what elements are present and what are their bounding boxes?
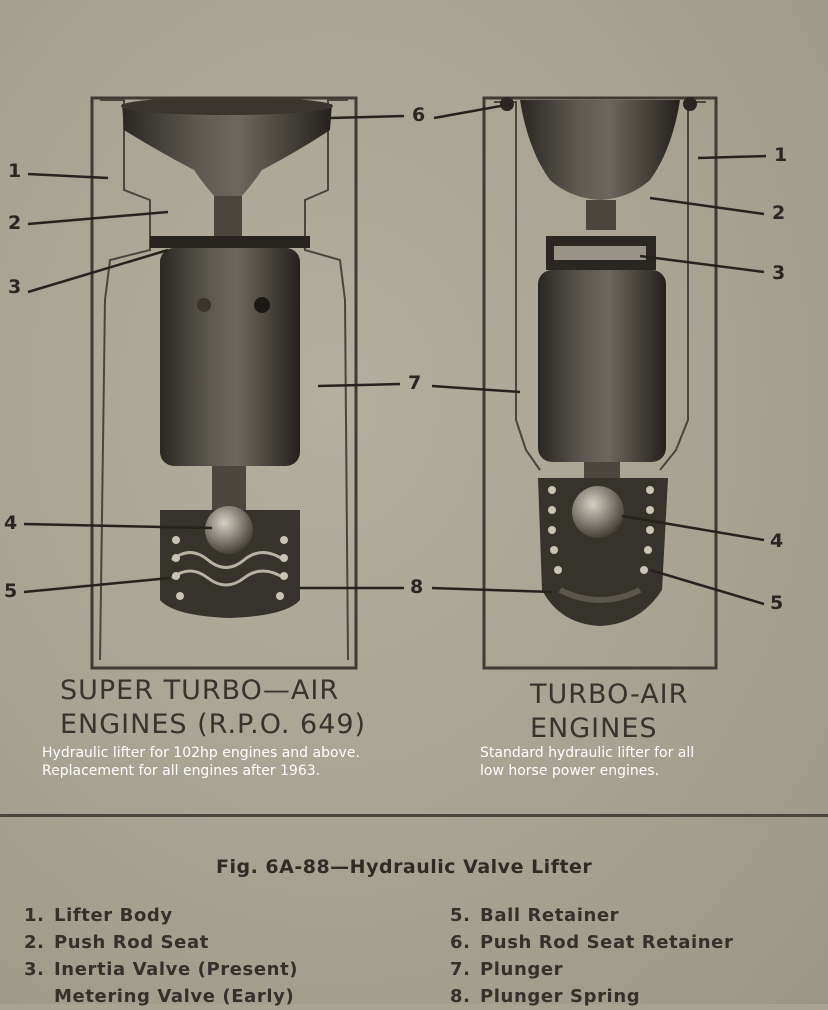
- left-caption-line2: Replacement for all engines after 1963.: [42, 763, 321, 779]
- callout-7: 7: [408, 372, 422, 394]
- legend-item-3: 3. Inertia Valve (Present) Metering Valve …: [24, 956, 298, 1010]
- legend-label-8: Plunger Spring: [480, 986, 641, 1007]
- legend-num-7: 7.: [450, 959, 471, 980]
- left-push-rod-seat: [122, 104, 332, 200]
- legend-item-8: 8. Plunger Spring: [450, 983, 733, 1010]
- figure-title: Fig. 6A-88—Hydraulic Valve Lifter: [216, 856, 593, 878]
- legend-label-5: Ball Retainer: [480, 905, 620, 926]
- legend-num-6: 6.: [450, 932, 471, 953]
- left-leader-lines: [23, 114, 405, 594]
- left-plunger: [160, 248, 300, 466]
- right-leader-lines: [431, 102, 767, 606]
- right-caption: Standard hydraulic lifter for all low ho…: [480, 744, 694, 780]
- legend-right-column: 5. Ball Retainer 6. Push Rod Seat Retainer…: [450, 902, 733, 1010]
- legend-num-8: 8.: [450, 986, 471, 1007]
- legend-num-1: 1.: [24, 905, 45, 926]
- left-caption: Hydraulic lifter for 102hp engines and a…: [42, 744, 360, 780]
- legend-item-1: 1. Lifter Body: [24, 902, 298, 929]
- right-push-rod-seat: [520, 100, 680, 200]
- right-engine-title: TURBO-AIR ENGINES: [530, 678, 688, 746]
- legend-label-2: Push Rod Seat: [54, 932, 209, 953]
- right-engine-title-line1: TURBO-AIR: [530, 679, 689, 710]
- legend-num-2: 2.: [24, 932, 45, 953]
- right-callout-1: 1: [774, 144, 788, 166]
- right-lifter-drawing: [482, 96, 718, 670]
- legend-label-3: Inertia Valve (Present): [54, 959, 299, 980]
- right-callout-3: 3: [772, 262, 786, 284]
- right-callout-4: 4: [770, 530, 784, 552]
- left-check-ball: [205, 506, 253, 554]
- left-engine-title-line2: ENGINES (R.P.O. 649): [60, 709, 367, 740]
- legend-item-7: 7. Plunger: [450, 956, 733, 983]
- right-callout-2: 2: [772, 202, 786, 224]
- legend-num-5: 5.: [450, 905, 471, 926]
- right-body-outline: [482, 96, 718, 670]
- left-callout-5: 5: [4, 580, 18, 602]
- right-callout-5: 5: [770, 592, 784, 614]
- legend-item-5: 5. Ball Retainer: [450, 902, 733, 929]
- legend-label-6: Push Rod Seat Retainer: [480, 932, 734, 953]
- legend-left-column: 1. Lifter Body 2. Push Rod Seat 3. Inertia …: [24, 902, 298, 1010]
- left-callout-1: 1: [8, 160, 22, 182]
- legend-label-3-sub: Metering Valve (Early): [54, 986, 295, 1007]
- right-check-ball: [572, 486, 624, 538]
- left-callout-2: 2: [8, 212, 22, 234]
- right-caption-line1: Standard hydraulic lifter for all: [480, 745, 695, 761]
- left-callout-3: 3: [8, 276, 22, 298]
- right-plunger: [538, 270, 666, 462]
- legend-num-3: 3.: [24, 959, 45, 980]
- left-ball-retainer: [160, 510, 300, 618]
- left-lifter-drawing: [90, 96, 358, 670]
- left-engine-title: SUPER TURBO—AIR ENGINES (R.P.O. 649): [60, 674, 366, 742]
- legend-item-6: 6. Push Rod Seat Retainer: [450, 929, 733, 956]
- right-caption-line2: low horse power engines.: [480, 763, 660, 779]
- legend-label-1: Lifter Body: [54, 905, 173, 926]
- right-engine-title-line2: ENGINES: [530, 713, 658, 744]
- divider-rule: [0, 814, 828, 817]
- left-caption-line1: Hydraulic lifter for 102hp engines and a…: [42, 745, 360, 761]
- legend-label-7: Plunger: [480, 959, 564, 980]
- callout-6: 6: [412, 104, 426, 126]
- callout-8: 8: [410, 576, 424, 598]
- left-engine-title-line1: SUPER TURBO—AIR: [60, 675, 340, 706]
- left-valve-plate: [150, 236, 310, 248]
- legend-item-2: 2. Push Rod Seat: [24, 929, 298, 956]
- left-callout-4: 4: [4, 512, 18, 534]
